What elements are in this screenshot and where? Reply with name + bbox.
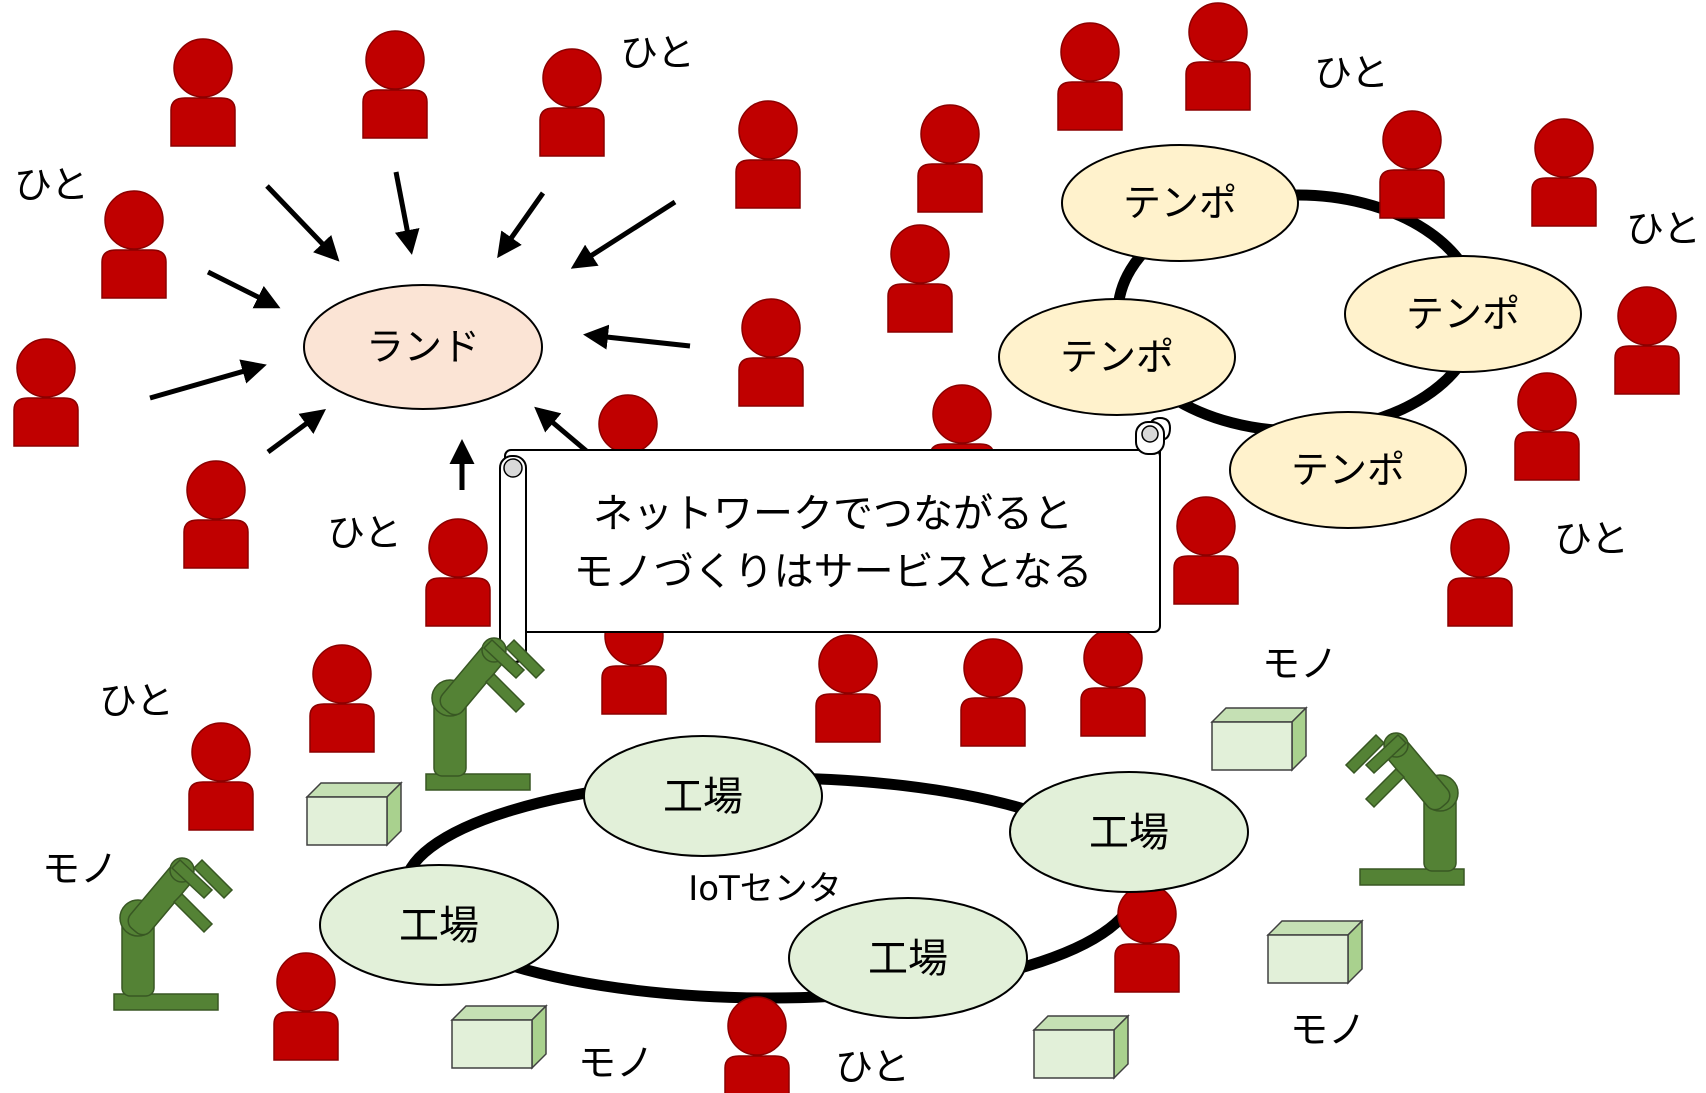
person-icon xyxy=(170,38,236,147)
person-icon xyxy=(539,48,605,157)
person-icon xyxy=(425,518,491,627)
person-icon xyxy=(917,104,983,213)
person-icon xyxy=(273,952,339,1061)
arrow xyxy=(534,406,592,456)
scroll-callout: ネットワークでつながると モノづくりはサービスとなる xyxy=(499,416,1172,664)
tempo-node-1: テンポ xyxy=(1061,144,1299,262)
hito-labels: ひと ひと ひと ひと ひと ひと ひと ひと xyxy=(14,31,1701,1089)
arrow xyxy=(497,191,546,259)
person-icon xyxy=(1173,496,1239,605)
factory-label: 工場 xyxy=(399,903,479,949)
box-icon xyxy=(1266,919,1364,985)
factory-label: 工場 xyxy=(1089,810,1169,856)
person-icon xyxy=(1185,2,1251,111)
hito-label: ひと xyxy=(1626,207,1701,251)
hito-label: ひと xyxy=(620,31,695,75)
mono-label: モノ xyxy=(1290,1008,1366,1052)
person-icon xyxy=(13,338,79,447)
arrows-to-brand xyxy=(149,171,691,490)
tempo-node-3: テンポ xyxy=(998,298,1236,416)
robot-arm-icon xyxy=(425,637,546,791)
person-icon xyxy=(183,460,249,569)
arrow xyxy=(570,199,677,269)
scroll-text-line-1: ネットワークでつながると xyxy=(593,491,1073,537)
arrow xyxy=(206,269,281,309)
arrow xyxy=(149,359,267,401)
box-icon xyxy=(305,781,403,847)
tempo-node-2: テンポ xyxy=(1344,255,1582,373)
person-icon xyxy=(724,996,790,1093)
tempo-label: テンポ xyxy=(1291,448,1405,492)
person-icon xyxy=(362,30,428,139)
arrow xyxy=(265,184,340,262)
person-icon xyxy=(188,722,254,831)
hito-label: ひと xyxy=(1554,517,1629,561)
person-icon xyxy=(887,224,953,333)
boxes-group xyxy=(305,706,1364,1080)
hito-label: ひと xyxy=(1314,51,1389,95)
factory-node-2: 工場 xyxy=(1009,771,1249,893)
mono-label: モノ xyxy=(578,1041,654,1085)
brand-node: ランド xyxy=(303,284,543,410)
person-icon xyxy=(1057,22,1123,131)
person-icon xyxy=(1614,286,1680,395)
hito-label: ひと xyxy=(327,511,402,555)
tempo-label: テンポ xyxy=(1060,335,1174,379)
tempo-label: テンポ xyxy=(1123,181,1237,225)
person-icon xyxy=(1080,628,1146,737)
box-icon xyxy=(450,1004,548,1070)
person-icon xyxy=(735,100,801,209)
people-group xyxy=(13,2,1680,1093)
person-icon xyxy=(309,644,375,753)
factory-node-4: 工場 xyxy=(788,897,1028,1019)
person-icon xyxy=(1114,884,1180,993)
box-icon xyxy=(1032,1014,1130,1080)
factory-node-1: 工場 xyxy=(583,735,823,857)
factory-label: 工場 xyxy=(868,936,948,982)
robots-group xyxy=(113,637,1465,1011)
arrow xyxy=(393,171,420,255)
hito-label: ひと xyxy=(99,679,174,723)
box-icon xyxy=(1210,706,1308,772)
mono-label: モノ xyxy=(1262,642,1338,686)
person-icon xyxy=(1379,110,1445,219)
mono-labels: モノ モノ モノ モノ xyxy=(42,642,1366,1085)
person-icon xyxy=(738,298,804,407)
person-icon xyxy=(1447,518,1513,627)
robot-arm-icon xyxy=(1344,732,1465,886)
person-icon xyxy=(1514,372,1580,481)
tempo-node-4: テンポ xyxy=(1229,411,1467,529)
person-icon xyxy=(960,638,1026,747)
person-icon xyxy=(1531,118,1597,227)
brand-label: ランド xyxy=(366,325,480,369)
mono-label: モノ xyxy=(42,847,118,891)
robot-arm-icon xyxy=(113,857,234,1011)
factory-label: 工場 xyxy=(663,774,743,820)
person-icon xyxy=(815,634,881,743)
arrow xyxy=(583,324,691,350)
tempo-label: テンポ xyxy=(1406,292,1520,336)
arrow xyxy=(266,409,327,455)
factory-node-3: 工場 xyxy=(319,864,559,986)
hito-label: ひと xyxy=(835,1045,910,1089)
scroll-text-line-2: モノづくりはサービスとなる xyxy=(574,549,1093,595)
person-icon xyxy=(101,190,167,299)
hito-label: ひと xyxy=(14,163,89,207)
iot-center-label: IoTセンタ xyxy=(688,869,842,909)
